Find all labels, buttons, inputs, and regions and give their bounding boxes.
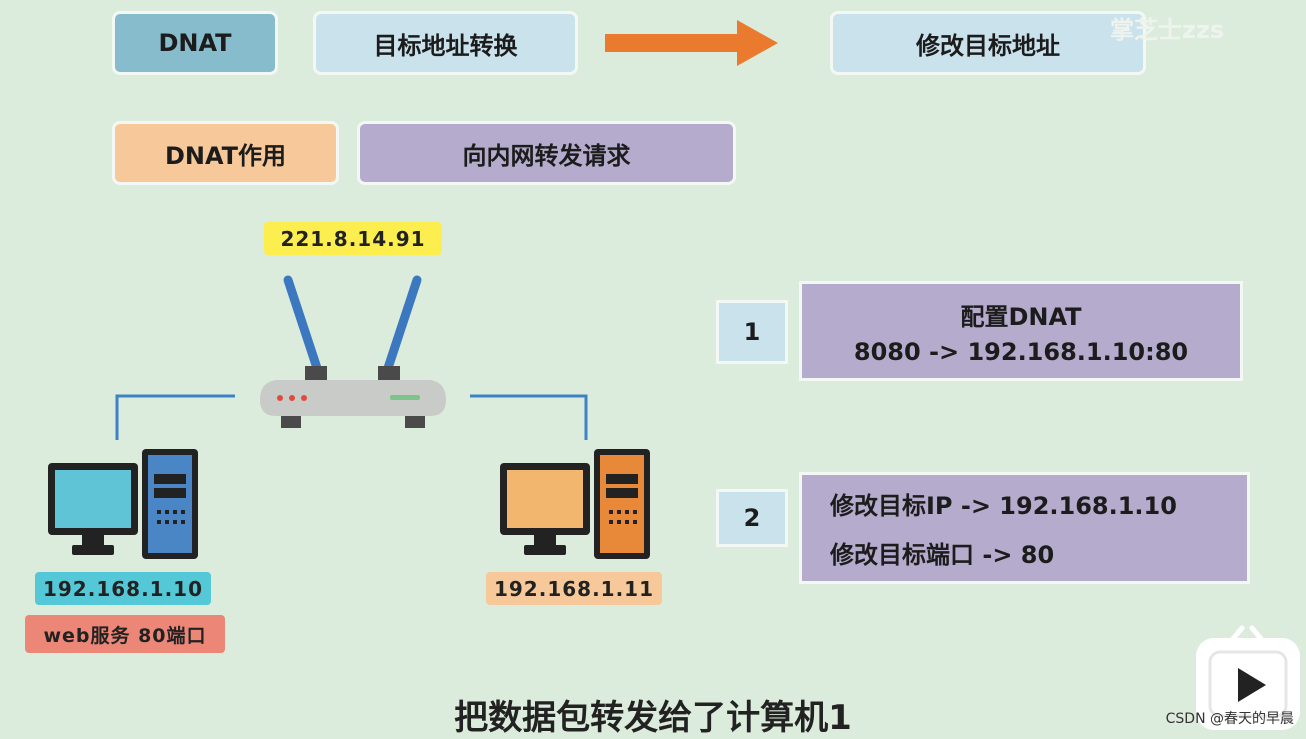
dnat-label-text: DNAT bbox=[158, 29, 232, 57]
dnat-result-text: 修改目标地址 bbox=[916, 31, 1060, 60]
step-2-number: 2 bbox=[743, 504, 761, 532]
dnat-meaning-box: 目标地址转换 bbox=[313, 11, 578, 75]
step-1-number: 1 bbox=[743, 318, 761, 346]
pc-left-service-text: web服务 80端口 bbox=[43, 624, 207, 647]
dnat-purpose-meaning-text: 向内网转发请求 bbox=[462, 141, 631, 170]
computer-left-icon bbox=[48, 449, 198, 559]
dnat-purpose-label-text: DNAT作用 bbox=[164, 141, 287, 170]
csdn-credit: CSDN @春天的早晨 bbox=[1165, 711, 1294, 727]
dnat-label-box: DNAT bbox=[112, 11, 278, 75]
pc-left-ip-tag: 192.168.1.10 bbox=[35, 572, 211, 605]
router-ip-tag: 221.8.14.91 bbox=[264, 222, 442, 255]
pc-left-service-tag: web服务 80端口 bbox=[25, 615, 225, 653]
watermark: 掌芝士zzs bbox=[1110, 16, 1225, 44]
pc-right-ip-tag: 192.168.1.11 bbox=[486, 572, 662, 605]
link-left bbox=[115, 394, 235, 440]
step-1-detail-box: 配置DNAT 8080 -> 192.168.1.10:80 bbox=[799, 281, 1243, 381]
computer-right-icon bbox=[500, 449, 650, 559]
dnat-meaning-text: 目标地址转换 bbox=[373, 31, 518, 60]
router-icon bbox=[260, 275, 446, 428]
pc-left-ip-text: 192.168.1.10 bbox=[42, 576, 204, 601]
step-1-number-box: 1 bbox=[716, 300, 788, 364]
dnat-purpose-label-box: DNAT作用 bbox=[112, 121, 339, 185]
pc-right-ip-text: 192.168.1.11 bbox=[493, 576, 655, 601]
step-2-number-box: 2 bbox=[716, 489, 788, 547]
dnat-purpose-meaning-box: 向内网转发请求 bbox=[357, 121, 736, 185]
link-right bbox=[470, 394, 588, 440]
step-1-line1: 配置DNAT bbox=[960, 302, 1082, 331]
router-ip-text: 221.8.14.91 bbox=[280, 226, 426, 251]
step-1-line2: 8080 -> 192.168.1.10:80 bbox=[853, 337, 1189, 366]
step-2-line2: 修改目标端口 -> 80 bbox=[830, 541, 1055, 569]
step-2-detail-box: 修改目标IP -> 192.168.1.10 修改目标端口 -> 80 bbox=[799, 472, 1250, 584]
step-2-line1: 修改目标IP -> 192.168.1.10 bbox=[830, 492, 1177, 520]
caption: 把数据包转发给了计算机1 bbox=[454, 698, 852, 738]
dnat-result-box: 修改目标地址 bbox=[830, 11, 1146, 75]
bilibili-icon bbox=[1196, 625, 1300, 730]
